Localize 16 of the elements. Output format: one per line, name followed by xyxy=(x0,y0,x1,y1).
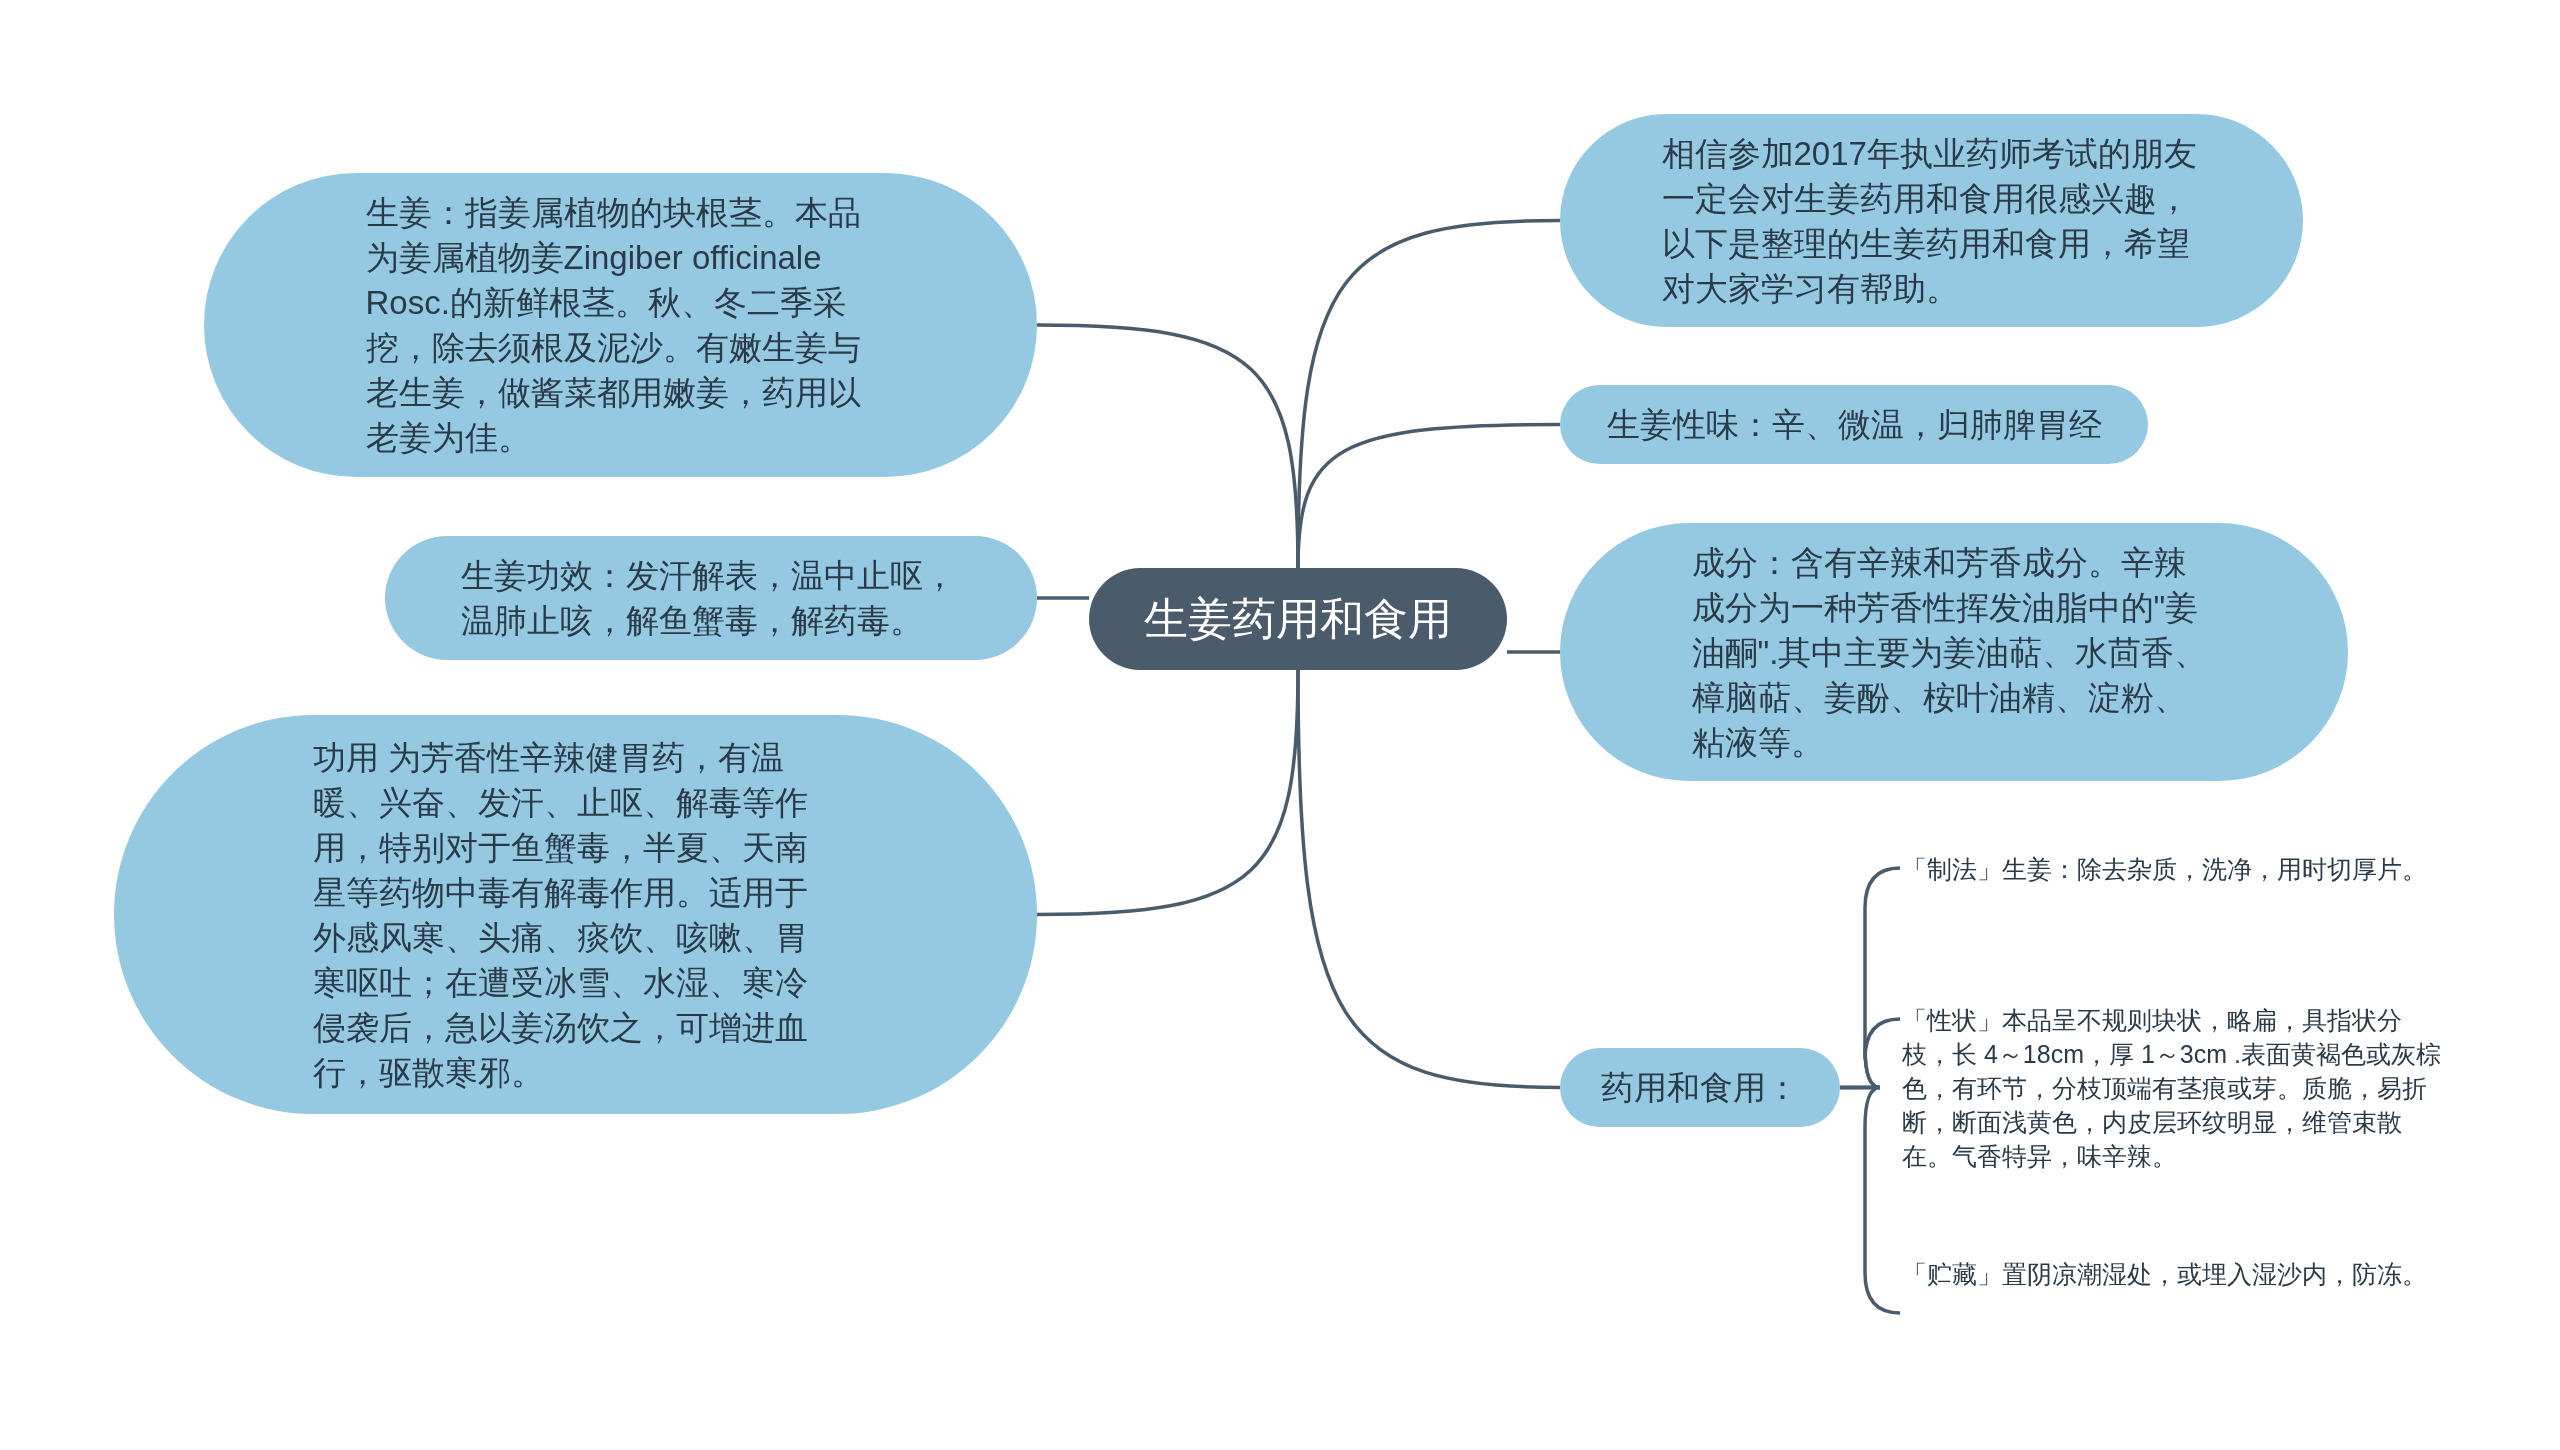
topic-text: 成分：含有辛辣和芳香成分。辛辣成分为一种芳香性挥发油脂中的"姜油酮".其中主要为姜油萜、水茴香、樟脑萜、姜酚、桉叶油精、淀粉、粘液等。 xyxy=(1691,542,2209,763)
topic-text: 相信参加2017年执业药师考试的朋友一定会对生姜药用和食用很感兴趣，以下是整理的生姜药用和食用，希望对大家学习有帮助。 xyxy=(1661,133,2198,309)
branch-line xyxy=(1037,596,1089,600)
note-text: 「制法」生姜：除去杂质，洗净，用时切厚片。 xyxy=(1902,852,2447,922)
branch-line xyxy=(1296,670,1561,1090)
topic-text: 生姜性味：辛、微温，归肺脾胃经 xyxy=(1606,405,2102,445)
bracket-line xyxy=(1840,1085,1901,1315)
note-text: 「贮藏」置阴凉潮湿处，或埋入湿沙内，防冻。 xyxy=(1902,1257,2447,1327)
topic-text: 功用 为芳香性辛辣健胃药，有温暖、兴奋、发汗、止呕、解毒等作用，特别对于鱼蟹毒，半夏、天南星等药物中毒有解毒作用。适用于外感风寒、头痛、痰饮、咳嗽、胃寒呕吐；在遭受冰雪、水湿、寒冷侵袭后，急以姜汤饮之，可增进血行，驱散寒邪。 xyxy=(313,737,809,1093)
branch-line xyxy=(1507,650,1560,654)
branch-line xyxy=(1296,422,1560,569)
note-text: 「性状」本品呈不规则块状，略扁，具指状分枝，长 4～18cm，厚 1～3cm .表面黄褐色或灰棕色，有环节，分枝顶端有茎痕或芽。质脆，易折断，断面浅黄色，内皮层环纹明显，维管束散在。气香特异，味辛辣。 xyxy=(1902,1003,2447,1176)
topic-text: 生姜功效：发汗解表，温中止呕，温肺止咳，解鱼蟹毒，解药毒。 xyxy=(461,556,957,641)
topic-text: 生姜：指姜属植物的块根茎。本品为姜属植物姜Zingiber officinale Rosc.的新鲜根茎。秋、冬二季采挖，除去须根及泥沙。有嫩生姜与老生姜，做酱菜都用嫩姜，药用以老姜为佳。 xyxy=(365,193,862,458)
topic-text: 药用和食用： xyxy=(1601,1068,1799,1108)
topic-title: 生姜药用和食用 xyxy=(1144,593,1452,645)
